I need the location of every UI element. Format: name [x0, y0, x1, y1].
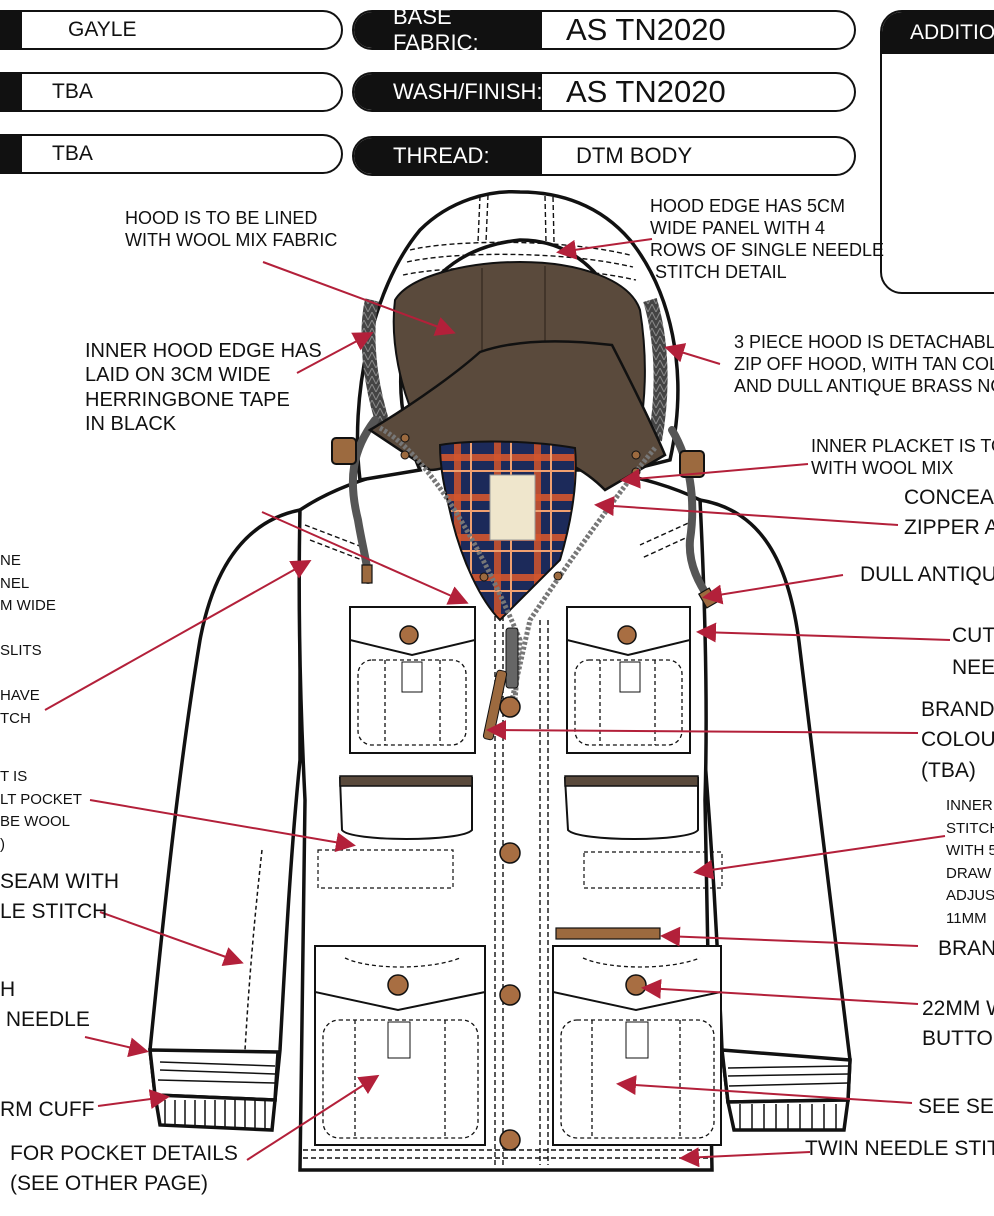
- note-zipper: ZIPPER A: [904, 516, 994, 539]
- spec-value: TBA: [52, 80, 93, 103]
- note-left-small-1: NE NEL M WIDE SLITS HAVE TCH: [0, 552, 56, 727]
- additional-notes-title: ADDITIO: [882, 12, 994, 54]
- note-bran: BRAN: [938, 937, 994, 960]
- thread-label: THREAD:: [354, 138, 542, 174]
- spec-value: GAYLE: [68, 18, 137, 41]
- spec-label-block: [0, 12, 22, 48]
- wash-finish-label: WASH/FINISH:: [354, 74, 543, 110]
- note-brand-colour: BRAND COLOU (TBA): [921, 698, 994, 782]
- note-seam-with: SEAM WITH LE STITCH: [0, 870, 119, 924]
- spec-field-3: TBA: [0, 134, 343, 174]
- note-three-piece-hood: 3 PIECE HOOD IS DETACHABLE ZIP OFF HOOD,…: [734, 332, 994, 396]
- note-inner-hood-edge: INNER HOOD EDGE HAS LAID ON 3CM WIDE HER…: [85, 340, 322, 436]
- spec-value: TBA: [52, 142, 93, 165]
- additional-notes-box: ADDITIO: [880, 10, 994, 294]
- note-inner-stitch: INNER STITCH WITH 5 DRAW ADJUS 11MM: [946, 797, 994, 927]
- spec-field-2: TBA: [0, 72, 343, 112]
- base-fabric-value: AS TN2020: [566, 12, 726, 47]
- note-hood-lined: HOOD IS TO BE LINED WITH WOOL MIX FABRIC: [125, 208, 338, 250]
- note-cut: CUT: [952, 624, 994, 647]
- note-inner-placket: INNER PLACKET IS TO WITH WOOL MIX: [811, 436, 994, 478]
- note-h-needle: H NEEDLE: [0, 978, 90, 1032]
- note-rm-cuff: RM CUFF: [0, 1098, 95, 1121]
- note-22mm-button: 22MM W BUTTO: [922, 997, 994, 1051]
- note-nee: NEE: [952, 656, 994, 679]
- left-lower-pocket: [314, 945, 486, 1146]
- note-pocket-details: FOR POCKET DETAILS (SEE OTHER PAGE): [10, 1142, 238, 1196]
- note-dull-antique: DULL ANTIQU: [860, 563, 994, 586]
- spec-label-block: [0, 136, 22, 172]
- note-left-small-2: T IS LT POCKET BE WOOL ): [0, 768, 82, 853]
- thread-value: DTM BODY: [576, 143, 693, 168]
- note-twin-needle: TWIN NEEDLE STIT: [805, 1137, 994, 1160]
- wash-finish-value: AS TN2020: [566, 74, 726, 109]
- spec-label-block: [0, 74, 22, 110]
- note-see-sep: SEE SEP: [918, 1095, 994, 1118]
- left-sleeve: [148, 507, 302, 1132]
- thread-field: THREAD: DTM BODY: [352, 136, 856, 176]
- right-sleeve: [698, 497, 852, 1132]
- spec-field-name: GAYLE: [0, 10, 343, 50]
- note-concealed: CONCEA: [904, 486, 994, 509]
- note-hood-edge: HOOD EDGE HAS 5CM WIDE PANEL WITH 4 ROWS…: [650, 196, 885, 282]
- wash-finish-field: WASH/FINISH: AS TN2020: [352, 72, 856, 112]
